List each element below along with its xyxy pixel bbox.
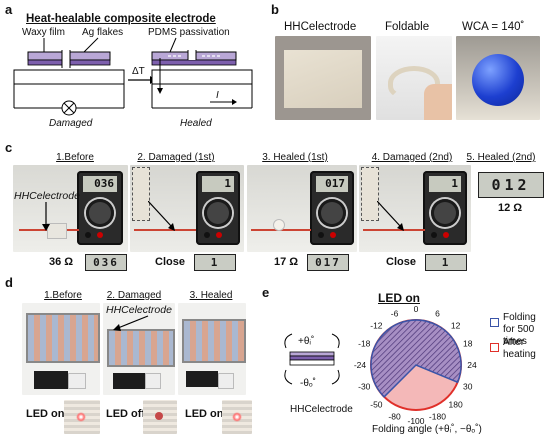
polar-tick-label: 30 — [463, 381, 473, 391]
panel-d-photo-1 — [22, 303, 100, 395]
multimeter-2-dial — [204, 199, 232, 227]
step-c-2-title: 2. Damaged (1st) — [137, 152, 215, 163]
panel-b-caption-2: Foldable — [385, 21, 430, 33]
foldable-photo — [376, 36, 452, 120]
polar-tick-label: -12 — [370, 320, 383, 330]
multimeter-3-screen: 017 — [316, 176, 348, 192]
panel-a-label: a — [5, 2, 13, 17]
legend-red-swatch — [490, 343, 499, 352]
series-folding-500 — [370, 319, 462, 398]
polar-tick-label: 6 — [435, 308, 440, 318]
polar-tick-label: 24 — [467, 360, 477, 370]
panel-e-label: e — [262, 285, 270, 300]
ag-flakes-label: Ag flakes — [82, 27, 124, 38]
value-c-3: 17 Ω — [274, 256, 299, 268]
led-photo-1 — [64, 400, 100, 434]
polar-tick-label: -180 — [429, 412, 446, 422]
damaged-label: Damaged — [49, 118, 93, 129]
polar-tick-label: -50 — [370, 400, 383, 410]
step-d-3-title: 3. Healed — [189, 290, 233, 301]
legend-blue-swatch — [490, 318, 499, 327]
panel-a-title: Heat-healable composite electrode — [26, 13, 216, 25]
multimeter-1-screen: 036 — [83, 176, 117, 192]
step-c-1-title: 1.Before — [56, 152, 94, 163]
polar-tick-label: -100 — [407, 416, 424, 426]
panel-c-photo-2: 1 — [130, 165, 244, 252]
panel-c-label: c — [5, 140, 13, 155]
multimeter-4-dial — [431, 199, 459, 227]
lcd-c-2: 1 — [194, 254, 236, 271]
legend-red-label: After heating — [503, 337, 536, 360]
multimeter-2: 1 — [196, 171, 240, 245]
panel-d-electrode-arrow — [113, 315, 149, 331]
electrode-photo — [275, 36, 371, 120]
panel-b-caption-1: HHCelectrode — [284, 21, 357, 33]
multimeter-1-dial — [86, 199, 114, 227]
panel-e-title: LED on — [378, 291, 420, 305]
panel-d-electrode-label: HHCelectrode — [106, 304, 172, 316]
fold-device-label: HHCelectrode — [290, 404, 353, 415]
waxy-film-label: Waxy film — [22, 27, 65, 38]
delta-t-label: ΔT — [132, 66, 145, 77]
polar-tick-label: 180 — [449, 400, 463, 410]
value-c-1: 36 Ω — [49, 256, 74, 268]
polar-tick-label: -80 — [388, 412, 401, 422]
multimeter-3: 017 — [310, 171, 354, 245]
multimeter-3-dial — [318, 199, 346, 227]
led-label-2: LED off — [106, 408, 146, 420]
lcd-c-1: 036 — [85, 254, 127, 271]
polar-tick-label: -24 — [354, 360, 367, 370]
step-c-5-title: 5. Healed (2nd) — [466, 152, 536, 163]
multimeter-4-screen: 1 — [429, 176, 461, 192]
panel-c-photo-4: 1 — [359, 165, 471, 252]
panel-d-label: d — [5, 275, 13, 290]
current-label: I — [216, 90, 219, 101]
pos-theta-label: +θᵢ˚ — [298, 336, 315, 347]
multimeter-1: 036 — [77, 171, 123, 245]
legend-blue-label: Folding for 500 times — [503, 312, 536, 347]
lcd-c-4: 1 — [425, 254, 467, 271]
folding-angle-label: Folding angle (+θᵢ˚, −θₒ˚) — [372, 424, 482, 435]
photo-electrode-arrow — [42, 202, 50, 231]
step-d-2-title: 2. Damaged — [106, 290, 162, 301]
panel-d-photo-2 — [103, 303, 175, 395]
multimeter-2-screen: 1 — [202, 176, 234, 192]
panel-b-label: b — [271, 2, 279, 17]
led-label-3: LED on — [185, 408, 224, 420]
led-photo-2 — [143, 400, 177, 434]
wca-photo — [456, 36, 540, 120]
step-c-3-title: 3. Healed (1st) — [262, 152, 328, 163]
multimeter-4: 1 — [423, 171, 467, 245]
panel-b-caption-3: WCA = 140˚ — [462, 21, 525, 33]
polar-tick-label: 0 — [414, 304, 419, 314]
fold-diagram — [284, 333, 340, 385]
value-c-5: 12 Ω — [498, 202, 523, 214]
lcd-c-5: 012 — [478, 172, 544, 198]
led-label-1: LED on — [26, 408, 65, 420]
healed-label: Healed — [180, 118, 212, 129]
value-c-4: Close — [386, 256, 416, 268]
polar-tick-label: -18 — [358, 339, 371, 349]
photo-electrode-label: HHCelectrode — [14, 190, 80, 202]
polar-tick-label: 12 — [451, 320, 461, 330]
value-c-2: Close — [155, 256, 185, 268]
step-c-4-title: 4. Damaged (2nd) — [371, 152, 453, 163]
panel-c-photo-3: 017 — [247, 165, 357, 252]
neg-theta-label: -θₒ˚ — [300, 378, 316, 389]
panel-d-photo-3 — [178, 303, 246, 395]
panel-c-photo-1: 036 — [13, 165, 128, 252]
lcd-c-3: 017 — [307, 254, 349, 271]
polar-tick-label: -6 — [391, 308, 399, 318]
step-d-1-title: 1.Before — [44, 290, 82, 301]
led-photo-3 — [222, 400, 252, 434]
panel-a-schematic — [13, 37, 253, 116]
polar-tick-label: 18 — [463, 339, 473, 349]
polar-tick-label: -30 — [358, 381, 371, 391]
pdms-label: PDMS passivation — [148, 27, 230, 38]
